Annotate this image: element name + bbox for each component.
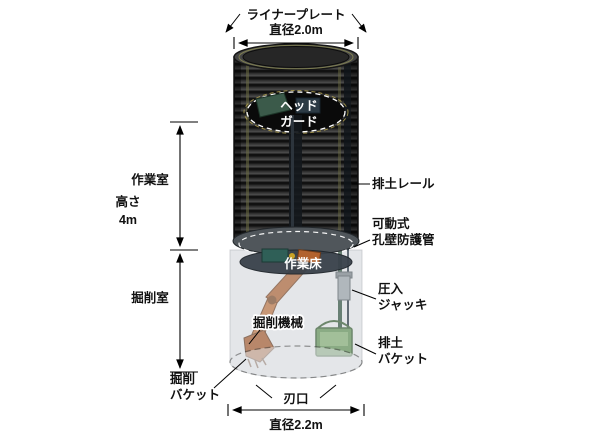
dig-machine-leader [248,329,261,345]
dig-bucket-callout: 掘削 バケット [170,358,247,402]
soil-bucket-leader [354,343,377,355]
jack-label-line1: 圧入 [378,282,404,296]
movable-label-line1: 可動式 [372,216,410,231]
dig-bucket-label-line1: 掘削 [170,371,195,386]
right-callouts-group: 排土レール 可動式 孔壁防護管 圧入 ジャッキ 排土 バケット [351,176,435,366]
soil-rail-label: 排土レール [372,176,435,191]
protection-pipe-leader [353,239,371,248]
cutting-edge-label: 刃口 [283,392,308,406]
cylinder-top-inner [242,46,350,68]
cylinder-right-shade [351,57,358,240]
jack-label-line2: ジャッキ [378,298,427,312]
dig-bucket-label-line2: バケット [170,388,220,402]
cutting-edge-arrow-left [255,384,273,399]
soil-bucket-handle [317,320,351,329]
top-diameter-label: 直径2.0m [269,22,323,37]
dig-machine-label: 掘削機械 [253,315,304,330]
work-room-label: 作業室 [131,172,169,187]
cutting-edge-arrow-right [319,384,337,399]
head-opening-olive-dashed-ring [243,90,349,134]
head-guard-unit [255,92,291,118]
height-label: 高さ [115,194,140,209]
working-floor-label: 作業床 [284,256,322,271]
jack-leader [351,289,377,300]
liner-plate-cylinder [233,43,359,255]
deck-machine-teal [261,248,289,263]
soil-bucket-label-line2: バケット [378,352,428,366]
protection-pipe-dashed-ring [238,230,354,258]
arm-joint [267,295,277,305]
cutting-edge-ring [229,345,363,379]
deck-machine-orange [296,248,322,265]
left-dimension-group: 作業室 高さ 4m 掘削室 [115,121,198,373]
soil-bucket-inner [320,332,348,346]
cylinder-left-shade [234,57,241,240]
soil-rail-track [344,60,351,240]
bottom-diameter-label: 直径2.2m [269,417,323,432]
height-value-label: 4m [119,213,137,227]
working-floor-assembly [232,226,360,275]
bottom-dimension-group: 刃口 直径2.2m [227,384,365,432]
vertical-stiffener-right [338,57,341,240]
top-dimension-group: ライナープレート 直径2.0m [225,7,367,49]
dig-bucket-leader [213,358,247,389]
central-mast-highlight [291,115,294,255]
head-equipment-box [295,97,321,114]
excavation-chamber [229,246,363,379]
liner-plate-label: ライナープレート [246,7,345,22]
deck-detail-dot [289,253,295,259]
vertical-stiffener-left [246,57,249,240]
head-guard-label-line1: ヘッド [280,99,318,113]
liner-plate-arrow-left [225,13,241,33]
press-in-jack [337,275,351,301]
head-guard-label-line2: ガード [280,114,318,129]
soil-bucket-label-line1: 排土 [378,335,404,350]
dig-room-label: 掘削室 [131,290,169,305]
inner-labels-group: ヘッド ガード 作業床 掘削機械 [248,99,322,345]
liner-plate-arrow-right [351,13,367,33]
movable-label-line2: 孔壁防護管 [372,232,435,247]
